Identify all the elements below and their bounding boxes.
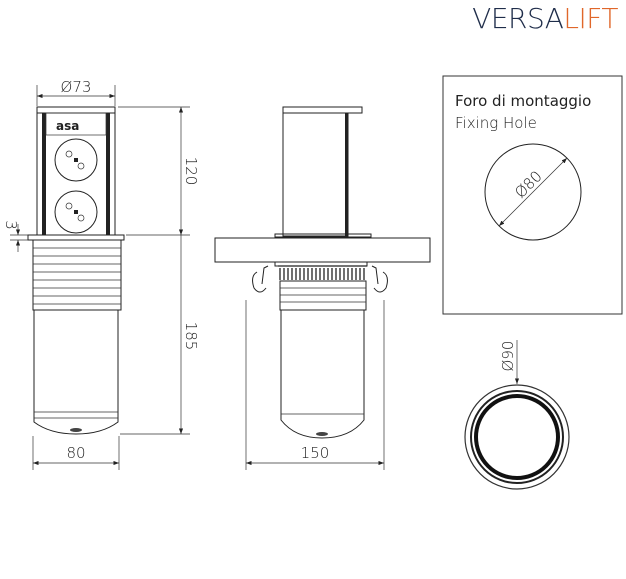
fixing-hole-circle [484, 143, 582, 241]
flange-3-label: 3 [2, 220, 20, 230]
front-view: Ø73 asa 120 185 3 80 [2, 78, 200, 470]
diameter-90-label: Ø90 [499, 341, 517, 372]
diameter-73-label: Ø73 [61, 78, 92, 96]
side-view: 150 [214, 106, 431, 470]
versalift-logo: VERSALIFT [472, 2, 618, 35]
fixing-hole-title-it: Foro di montaggio [455, 92, 591, 110]
asa-logo: asa [56, 119, 79, 133]
height-185-label: 185 [182, 322, 200, 351]
clip-left [252, 265, 269, 293]
fixing-hole-title-en: Fixing Hole [455, 114, 537, 132]
width-150-label: 150 [301, 444, 330, 462]
socket-top [54, 138, 98, 182]
ring-view: Ø90 [464, 340, 570, 490]
height-120-label: 120 [182, 157, 200, 186]
socket-bottom [54, 190, 98, 234]
fixing-hole-panel: Foro di montaggio Fixing Hole Ø80 [442, 75, 623, 315]
clip-right [371, 265, 388, 293]
diameter-80-label: Ø80 [511, 167, 546, 202]
width-80-label: 80 [66, 444, 85, 462]
